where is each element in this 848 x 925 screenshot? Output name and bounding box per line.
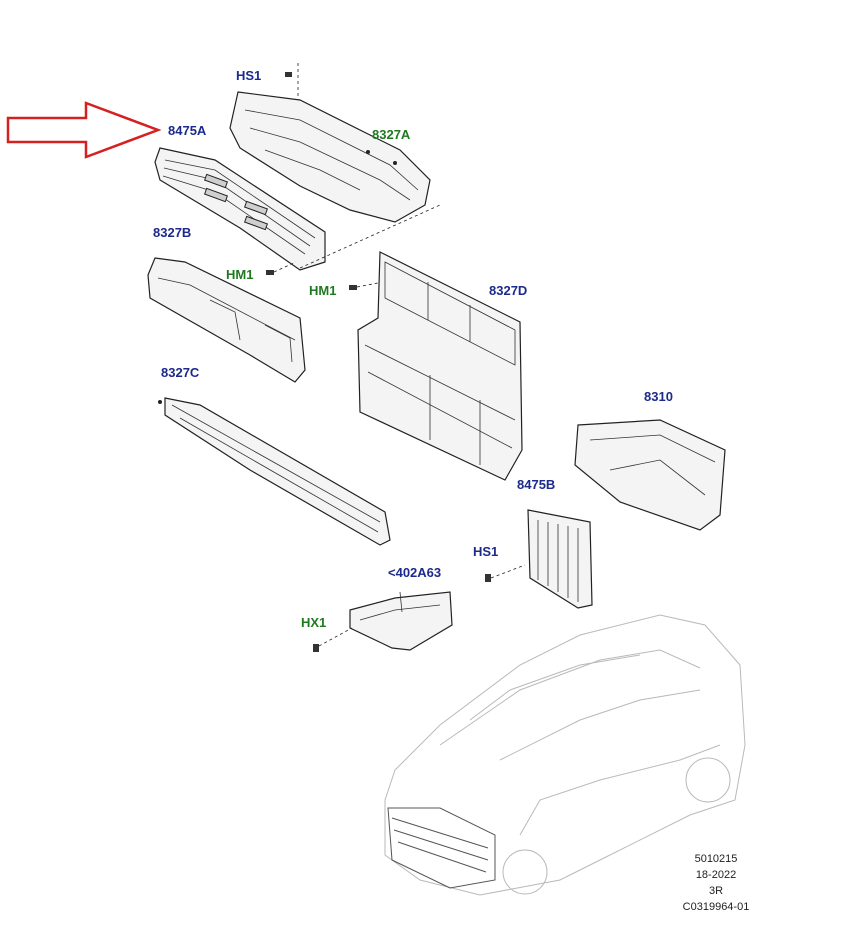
screw-hs1-bottom — [485, 564, 526, 582]
reference-code-3: 3R — [708, 885, 724, 897]
part-8475b-shape — [527, 509, 593, 609]
callout-hm1-mid: HM1 — [309, 283, 337, 298]
part-8327a-shape — [229, 91, 431, 223]
vehicle-illustration — [384, 614, 746, 896]
reference-code-1: 5010215 — [694, 853, 738, 865]
callout-hs1-top: HS1 — [236, 68, 262, 83]
part-8327b-shape — [147, 257, 306, 383]
part-8327c-shape — [158, 397, 391, 546]
screw-hx1 — [313, 627, 353, 652]
callout-8475b: 8475B — [517, 477, 556, 492]
callout-8310: 8310 — [644, 389, 673, 404]
callout-8327b: 8327B — [153, 225, 192, 240]
part-402a63-shape — [349, 591, 453, 651]
callout-8327c: 8327C — [161, 365, 200, 380]
part-8475a-shape — [154, 147, 441, 271]
reference-code-4: C0319964-01 — [682, 901, 750, 913]
callout-8475a: 8475A — [168, 123, 207, 138]
part-8327d-shape — [357, 251, 523, 481]
reference-code-2: 18-2022 — [695, 869, 737, 881]
screw-hs1-top — [285, 63, 299, 98]
pointer-arrow-icon — [6, 101, 162, 159]
callout-hm1-left: HM1 — [226, 267, 254, 282]
screw-hm1-mid — [349, 282, 379, 290]
callout-8327a: 8327A — [372, 127, 411, 142]
part-8310-shape — [574, 419, 726, 531]
callout-402a63: <402A63 — [388, 565, 442, 580]
screw-hm1-left — [266, 261, 297, 275]
callout-8327d: 8327D — [489, 283, 528, 298]
callout-hs1-bottom: HS1 — [473, 544, 499, 559]
callout-hx1: HX1 — [301, 615, 327, 630]
